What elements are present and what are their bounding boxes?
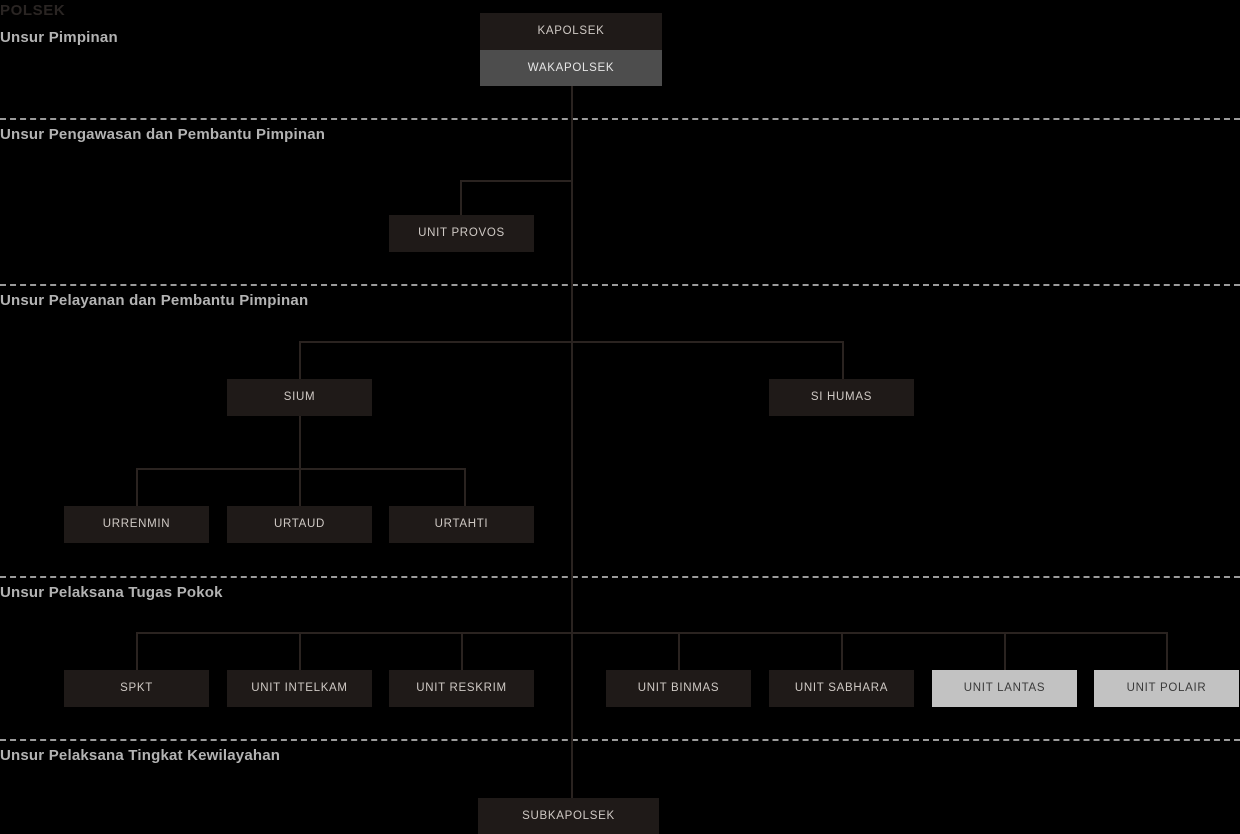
connector-provos-horizontal bbox=[460, 180, 573, 182]
node-urtaud[interactable]: URTAUD bbox=[227, 506, 372, 543]
connector-sihumas-drop bbox=[842, 341, 844, 379]
divider-pengawasan bbox=[0, 118, 1240, 120]
node-sium[interactable]: SIUM bbox=[227, 379, 372, 416]
connector-main-trunk bbox=[571, 86, 573, 798]
connector-lantas-drop bbox=[1004, 632, 1006, 670]
connector-sium-stem bbox=[299, 416, 301, 468]
node-unit-sabhara[interactable]: UNIT SABHARA bbox=[769, 670, 914, 707]
node-urrenmin[interactable]: URRENMIN bbox=[64, 506, 209, 543]
connector-polair-drop bbox=[1166, 632, 1168, 670]
page-title: POLSEK bbox=[0, 2, 66, 19]
node-unit-intelkam[interactable]: UNIT INTELKAM bbox=[227, 670, 372, 707]
connector-intelkam-drop bbox=[299, 632, 301, 670]
node-unit-provos[interactable]: UNIT PROVOS bbox=[389, 215, 534, 252]
node-kapolsek[interactable]: KAPOLSEK bbox=[480, 13, 662, 50]
node-wakapolsek[interactable]: WAKAPOLSEK bbox=[480, 50, 662, 86]
node-unit-lantas[interactable]: UNIT LANTAS bbox=[932, 670, 1077, 707]
connector-pelaksana-bar bbox=[136, 632, 1167, 634]
connector-sium-children-bar bbox=[136, 468, 466, 470]
connector-sium-drop bbox=[299, 341, 301, 379]
connector-spkt-drop bbox=[136, 632, 138, 670]
connector-urtahti-drop bbox=[464, 468, 466, 506]
section-label-kewilayahan: Unsur Pelaksana Tingkat Kewilayahan bbox=[0, 747, 281, 764]
section-label-pengawasan: Unsur Pengawasan dan Pembantu Pimpinan bbox=[0, 126, 326, 143]
node-unit-polair[interactable]: UNIT POLAIR bbox=[1094, 670, 1239, 707]
divider-pelayanan bbox=[0, 284, 1240, 286]
section-label-pelayanan: Unsur Pelayanan dan Pembantu Pimpinan bbox=[0, 292, 309, 309]
connector-urtaud-drop bbox=[299, 468, 301, 506]
node-urtahti[interactable]: URTAHTI bbox=[389, 506, 534, 543]
node-spkt[interactable]: SPKT bbox=[64, 670, 209, 707]
connector-reskrim-drop bbox=[461, 632, 463, 670]
connector-provos-vertical bbox=[460, 180, 462, 215]
node-unit-binmas[interactable]: UNIT BINMAS bbox=[606, 670, 751, 707]
section-label-pelaksana: Unsur Pelaksana Tugas Pokok bbox=[0, 584, 223, 601]
connector-urrenmin-drop bbox=[136, 468, 138, 506]
divider-pelaksana bbox=[0, 576, 1240, 578]
connector-pelayanan-bar bbox=[299, 341, 844, 343]
connector-sabhara-drop bbox=[841, 632, 843, 670]
node-unit-reskrim[interactable]: UNIT RESKRIM bbox=[389, 670, 534, 707]
divider-kewilayahan bbox=[0, 739, 1240, 741]
node-si-humas[interactable]: SI HUMAS bbox=[769, 379, 914, 416]
section-label-pimpinan: Unsur Pimpinan bbox=[0, 29, 118, 46]
connector-binmas-drop bbox=[678, 632, 680, 670]
node-subkapolsek[interactable]: SUBKAPOLSEK bbox=[478, 798, 659, 834]
